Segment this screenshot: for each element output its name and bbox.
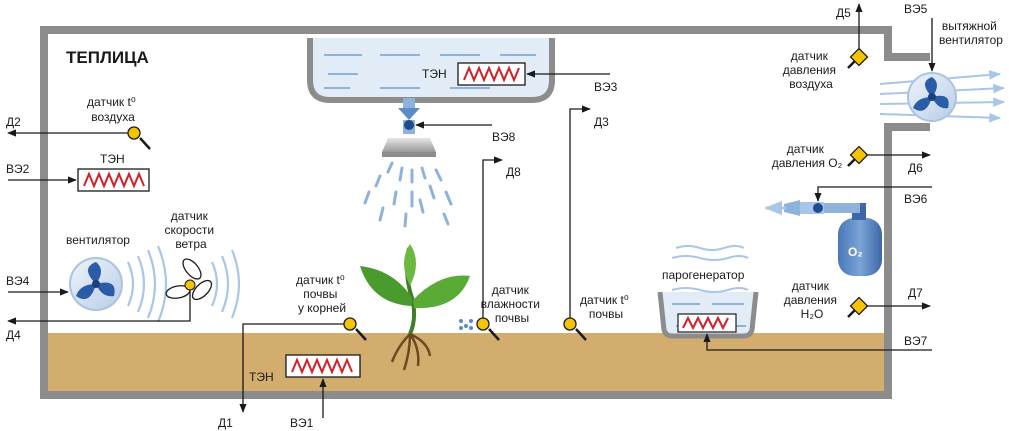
exhaust-fan-label: вытяжной вентилятор (939, 19, 1003, 47)
signal-ve2: ВЭ2 (6, 162, 30, 176)
air-pressure-sensor-label: датчик давления воздуха (783, 49, 840, 91)
soil-temp-sensor-label: датчик t⁰ почвы (580, 293, 632, 321)
signal-d7: Д7 (908, 286, 923, 300)
signal-d6: Д6 (908, 161, 923, 175)
tank-heater (457, 62, 526, 86)
soil-heater-label: ТЭН (249, 370, 274, 384)
wind-waves (210, 249, 241, 319)
air-temp-sensor-label: датчик t⁰ воздуха (87, 95, 139, 124)
air-temp-sensor-icon (127, 126, 151, 150)
soil-moisture-sensor-label: датчик влажности почвы (481, 283, 544, 325)
root-temp-sensor-label: датчик t⁰ почвы у корней (296, 273, 348, 315)
signal-d8: Д8 (506, 165, 521, 179)
o2-cylinder-icon (824, 203, 882, 276)
fan-icon (69, 257, 123, 311)
fan-label: вентилятор (66, 233, 130, 247)
signal-d5: Д5 (836, 6, 851, 20)
signal-ve6: ВЭ6 (904, 192, 928, 206)
soil-heater (285, 354, 361, 378)
signal-ve7: ВЭ7 (904, 334, 928, 348)
o2-pressure-sensor-icon (847, 145, 869, 167)
water-drops (363, 161, 453, 228)
signal-ve5: ВЭ5 (904, 2, 928, 16)
signal-ve8: ВЭ8 (492, 130, 516, 144)
soil-temp-sensor-icon (563, 317, 587, 341)
signal-d1: Д1 (218, 416, 233, 430)
air-heater-label: ТЭН (100, 152, 125, 166)
steam-icon (671, 245, 749, 293)
moisture-drops-icon (459, 319, 473, 330)
air-pressure-sensor-icon (847, 47, 869, 69)
signal-wires (7, 3, 936, 418)
o2-valve-icon (813, 203, 823, 213)
valve-icon (404, 120, 414, 130)
h2o-pressure-sensor-icon (847, 296, 869, 318)
plant-icon (360, 244, 470, 371)
steam-generator (657, 291, 759, 339)
exhaust-fan-icon (907, 72, 957, 122)
signal-ve3: ВЭ3 (594, 80, 618, 94)
signal-d2: Д2 (6, 115, 21, 129)
signal-ve1: ВЭ1 (290, 416, 314, 430)
o2-pressure-sensor-label: датчик давления O₂ (772, 142, 843, 170)
signal-d3: Д3 (594, 115, 609, 129)
signal-labels: Д2 ВЭ2 ВЭ4 Д4 Д1 ВЭ1 ВЭ8 ВЭ3 Д8 Д3 Д5 ВЭ… (6, 2, 928, 430)
signal-d4: Д4 (6, 328, 21, 342)
o2-cylinder-label: O₂ (848, 245, 863, 259)
h2o-pressure-sensor-label: датчик давления H₂O (784, 279, 841, 321)
steam-generator-label: парогенератор (662, 268, 745, 282)
air-heater (77, 168, 150, 192)
signal-ve4: ВЭ4 (6, 274, 30, 288)
greenhouse-title: ТЕПЛИЦА (66, 48, 149, 67)
greenhouse-frame (40, 26, 930, 399)
airflow-waves (126, 245, 168, 323)
propeller-icon (165, 258, 213, 301)
wind-sensor-label: датчик скорости ветра (165, 209, 218, 251)
tank-heater-label: ТЭН (422, 67, 447, 81)
